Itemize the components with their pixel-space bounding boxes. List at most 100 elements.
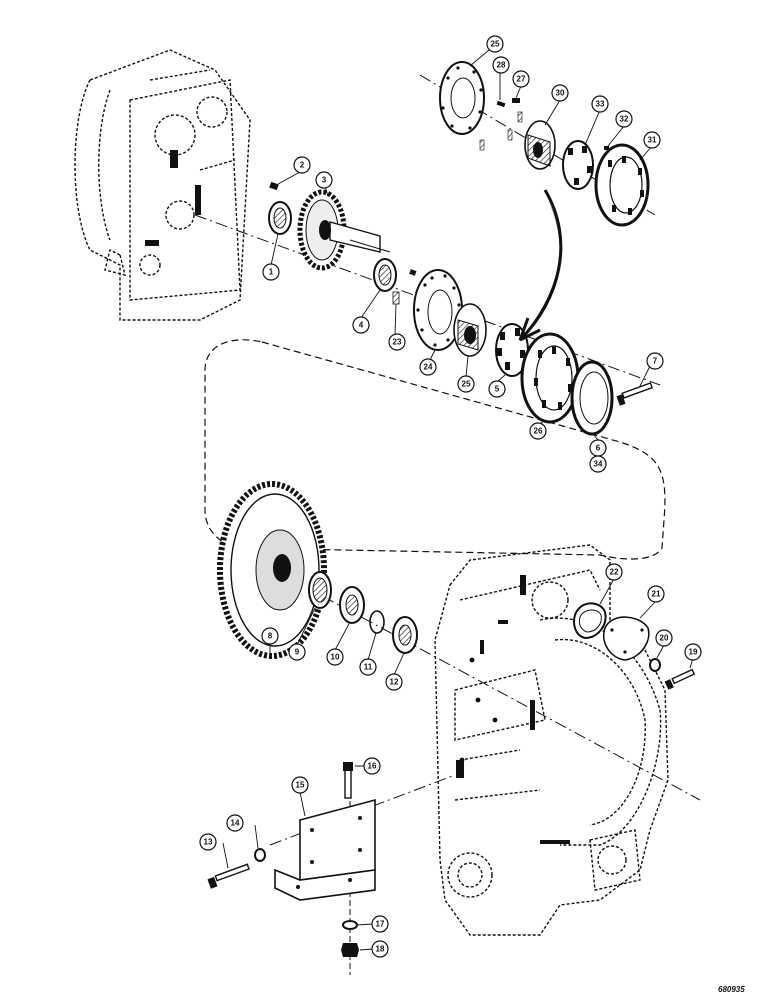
svg-text:28: 28 — [497, 61, 506, 70]
svg-text:14: 14 — [231, 819, 240, 828]
callout-15: 15 — [291, 776, 309, 794]
callout-32: 32 — [615, 110, 633, 128]
svg-text:5: 5 — [495, 385, 500, 394]
reference-number: 680935 — [718, 985, 745, 994]
callout-24: 24 — [419, 358, 437, 376]
washer-14 — [254, 848, 266, 862]
callout-4: 4 — [352, 316, 370, 334]
bearing-9 — [308, 571, 332, 609]
svg-text:20: 20 — [660, 634, 669, 643]
pins-27-28 — [479, 98, 523, 151]
lower-centerline — [264, 564, 701, 801]
assembly-arrow — [518, 189, 563, 342]
bearing-1 — [268, 201, 292, 235]
callout-7: 7 — [646, 352, 664, 370]
callout-18: 18 — [371, 940, 389, 958]
bolt-19 — [664, 668, 696, 690]
svg-text:8: 8 — [268, 632, 273, 641]
svg-text:11: 11 — [364, 663, 373, 672]
washer-20 — [649, 658, 661, 672]
bolt-13 — [207, 863, 250, 889]
lower-housing — [434, 544, 669, 936]
svg-text:23: 23 — [393, 338, 402, 347]
bearing-10 — [339, 586, 365, 624]
clutch-hub-30 — [524, 120, 556, 170]
lower-housing-ink — [456, 575, 570, 844]
svg-text:31: 31 — [648, 136, 657, 145]
svg-text:26: 26 — [534, 427, 543, 436]
svg-text:34: 34 — [594, 460, 603, 469]
washer-17 — [342, 920, 358, 930]
callout-31: 31 — [643, 131, 661, 149]
upper-housing-shading — [145, 150, 201, 246]
svg-text:9: 9 — [295, 648, 300, 657]
svg-text:7: 7 — [653, 357, 658, 366]
bolt-7 — [616, 382, 654, 406]
callout-33: 33 — [591, 95, 609, 113]
callout-17: 17 — [371, 915, 389, 933]
cover-21 — [603, 616, 650, 661]
svg-text:24: 24 — [424, 363, 433, 372]
callout-22: 22 — [605, 563, 623, 581]
svg-text:32: 32 — [620, 115, 629, 124]
clutch-drum-26 — [520, 332, 580, 424]
plate-6-34 — [570, 360, 614, 436]
svg-text:27: 27 — [517, 75, 526, 84]
svg-text:13: 13 — [204, 838, 213, 847]
callout-19: 19 — [684, 643, 702, 661]
svg-text:18: 18 — [376, 945, 385, 954]
svg-text:10: 10 — [331, 653, 340, 662]
svg-text:17: 17 — [376, 920, 385, 929]
svg-text:19: 19 — [689, 648, 698, 657]
callout-12: 12 — [385, 673, 403, 691]
callout-14: 14 — [226, 814, 244, 832]
callout-10: 10 — [326, 648, 344, 666]
drum-31 — [594, 143, 650, 227]
callout-28: 28 — [492, 56, 510, 74]
callout-21: 21 — [647, 585, 665, 603]
callout-2: 2 — [293, 156, 311, 174]
callout-11: 11 — [359, 658, 377, 676]
svg-text:15: 15 — [296, 781, 305, 790]
nut-18 — [341, 943, 359, 957]
svg-text:12: 12 — [390, 678, 399, 687]
bolt-16 — [343, 762, 353, 799]
svg-text:30: 30 — [556, 89, 565, 98]
svg-text:25: 25 — [462, 380, 471, 389]
bearing-4 — [373, 258, 417, 292]
callout-3: 3 — [315, 171, 333, 189]
callout-25-lower: 25 — [457, 375, 475, 393]
spring-ring-33 — [562, 140, 594, 190]
svg-text:6: 6 — [596, 444, 601, 453]
callout-27: 27 — [512, 70, 530, 88]
callout-5: 5 — [488, 380, 506, 398]
callout-23: 23 — [388, 333, 406, 351]
bracket-15 — [274, 798, 376, 901]
svg-text:16: 16 — [368, 762, 377, 771]
callout-6: 6 — [589, 439, 607, 457]
upper-housing — [74, 49, 251, 321]
plate-24 — [413, 269, 463, 351]
callout-16: 16 — [363, 757, 381, 775]
plug-2 — [269, 181, 279, 191]
spring-23 — [392, 291, 400, 305]
clutch-hub-25-lower — [453, 303, 487, 357]
plate-25-upper — [439, 61, 485, 135]
callout-1: 1 — [262, 263, 280, 281]
callout-34: 34 — [589, 455, 607, 473]
gasket-22 — [573, 602, 607, 640]
callout-20: 20 — [655, 629, 673, 647]
callout-13: 13 — [199, 833, 217, 851]
gear-8 — [217, 481, 327, 659]
svg-text:33: 33 — [596, 100, 605, 109]
callout-26: 26 — [529, 422, 547, 440]
callout-8: 8 — [261, 627, 279, 645]
callout-30: 30 — [551, 84, 569, 102]
svg-text:1: 1 — [269, 268, 274, 277]
svg-text:4: 4 — [359, 321, 364, 330]
dashed-loop — [204, 339, 666, 560]
svg-text:25: 25 — [491, 40, 500, 49]
gear-shaft-3 — [297, 189, 391, 271]
callout-25-upper: 25 — [486, 35, 504, 53]
